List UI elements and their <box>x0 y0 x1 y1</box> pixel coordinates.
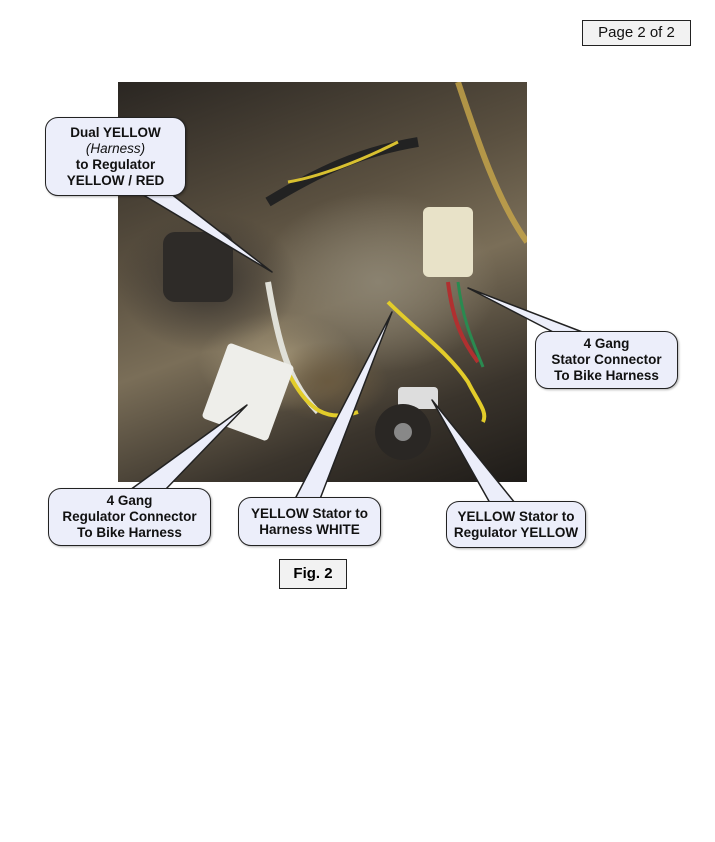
callout-text: Harness WHITE <box>259 521 360 537</box>
figure-caption: Fig. 2 <box>279 559 347 589</box>
callout-text: Regulator YELLOW <box>453 524 579 540</box>
callout-text: to Regulator <box>75 156 156 172</box>
callout-text: 4 Gang <box>583 336 630 351</box>
callout-text: YELLOW Stator to <box>457 508 575 524</box>
callout-stator-connector: 4 Gang Stator Connector To Bike Harness <box>535 331 678 389</box>
callout-text: Stator Connector <box>551 352 662 367</box>
callout-text: Dual YELLOW <box>70 124 161 140</box>
callout-text: YELLOW Stator to <box>251 505 368 521</box>
callout-stator-to-yellow: YELLOW Stator to Regulator YELLOW <box>446 501 586 548</box>
callout-text: (Harness) <box>85 140 146 156</box>
callout-text: To Bike Harness <box>554 368 659 383</box>
callout-text: To Bike Harness <box>77 525 182 540</box>
callout-text: 4 Gang <box>106 493 153 508</box>
callout-dual-yellow: Dual YELLOW (Harness) to Regulator YELLO… <box>45 117 186 196</box>
callout-regulator-connector: 4 Gang Regulator Connector To Bike Harne… <box>48 488 211 546</box>
callout-stator-to-white: YELLOW Stator to Harness WHITE <box>238 497 381 546</box>
callout-text: Regulator Connector <box>62 509 197 524</box>
page-number: Page 2 of 2 <box>582 20 691 46</box>
callout-text: YELLOW / RED <box>66 172 165 188</box>
